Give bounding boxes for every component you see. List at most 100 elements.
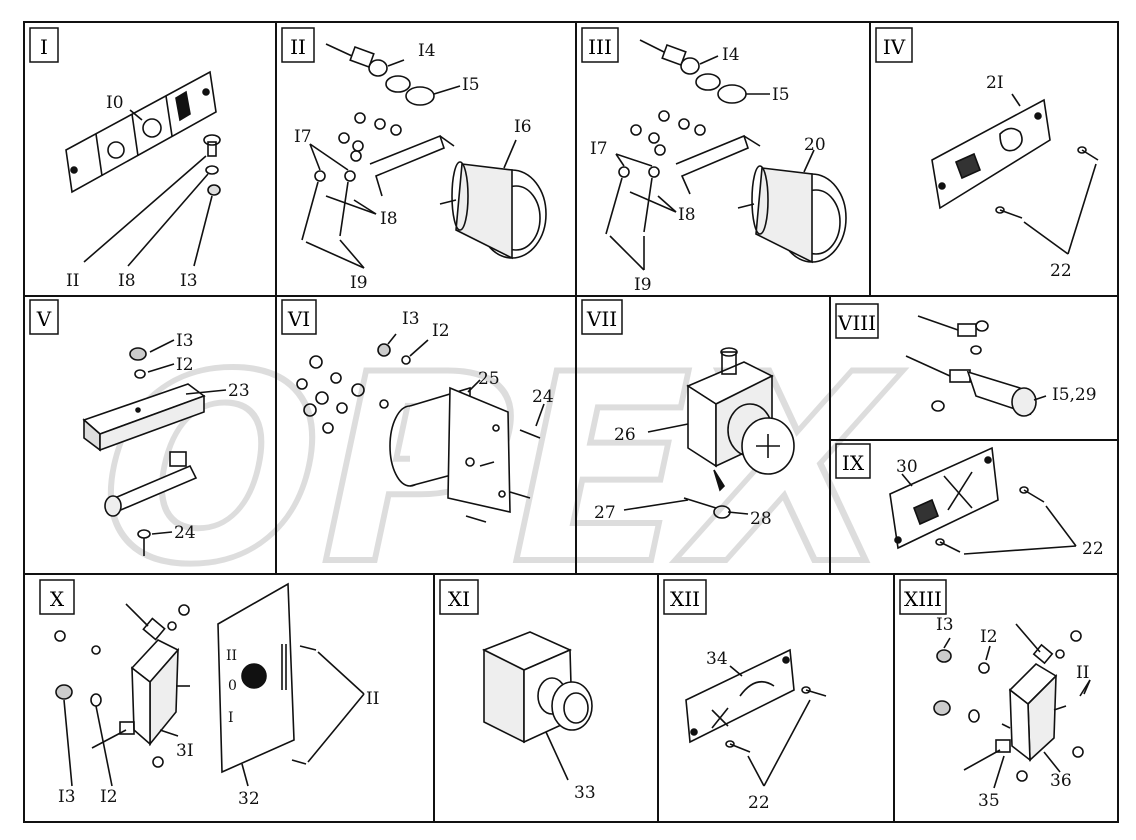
svg-text:I4: I4 bbox=[418, 41, 436, 61]
panel-X-callouts: I3 I2 3I 32 II bbox=[58, 689, 379, 809]
svg-text:36: 36 bbox=[1050, 771, 1072, 791]
panel-X-nuts bbox=[54, 604, 190, 768]
svg-text:II: II bbox=[366, 689, 379, 709]
panel-VIII-callouts: I5,29 bbox=[1052, 385, 1097, 405]
svg-text:I5: I5 bbox=[462, 75, 480, 95]
panel-IX-callouts: 30 22 bbox=[896, 457, 1104, 559]
panel-IV bbox=[931, 93, 1099, 255]
svg-text:I2: I2 bbox=[100, 787, 118, 807]
svg-text:22: 22 bbox=[1050, 261, 1072, 281]
svg-text:32: 32 bbox=[238, 789, 260, 809]
panel-II-lamp-housing bbox=[439, 161, 547, 260]
panel-VIII bbox=[905, 315, 1047, 417]
panel-III-bulb bbox=[695, 73, 747, 104]
svg-text:I8: I8 bbox=[118, 271, 136, 291]
svg-text:II: II bbox=[66, 271, 79, 291]
leader-13-I bbox=[193, 195, 213, 267]
svg-text:II: II bbox=[226, 648, 237, 664]
panel-X-toggle bbox=[91, 603, 190, 749]
panel-VII-button bbox=[727, 403, 795, 475]
svg-text:VIII: VIII bbox=[837, 311, 876, 335]
panel-III-lamp-housing bbox=[737, 165, 847, 264]
panel-label-XI: XI bbox=[439, 579, 479, 615]
panel-XII-screws bbox=[725, 686, 827, 753]
panel-VI-gauge bbox=[389, 386, 511, 514]
panel-II-bracket bbox=[369, 134, 455, 197]
panel-IV-nameplate bbox=[931, 98, 1051, 210]
svg-text:I9: I9 bbox=[634, 275, 652, 295]
panel-labels: I II III IV V VI VII VIII bbox=[29, 27, 947, 615]
svg-text:V: V bbox=[36, 307, 52, 331]
svg-text:30: 30 bbox=[896, 457, 918, 477]
grid-frame bbox=[23, 21, 1119, 823]
panel-XIII bbox=[933, 623, 1091, 789]
panel-XII-nameplate bbox=[685, 648, 795, 744]
panel-III-callouts: I4 I5 20 I7 I8 I9 bbox=[590, 45, 826, 295]
svg-text:II: II bbox=[1076, 663, 1089, 683]
panel-XIII-toggle bbox=[963, 623, 1067, 771]
panel-II bbox=[301, 43, 547, 269]
svg-text:I: I bbox=[228, 710, 234, 726]
panel-III-nuts bbox=[630, 110, 706, 156]
panel-label-II: II bbox=[281, 27, 315, 63]
leader-II-I bbox=[83, 155, 207, 263]
panel-label-VI: VI bbox=[281, 299, 317, 335]
svg-text:22: 22 bbox=[748, 793, 770, 813]
svg-text:26: 26 bbox=[614, 425, 636, 445]
panel-VIII-wires bbox=[905, 315, 989, 412]
svg-text:28: 28 bbox=[750, 509, 772, 529]
svg-text:I3: I3 bbox=[936, 615, 954, 635]
svg-text:27: 27 bbox=[594, 503, 616, 523]
panel-V bbox=[82, 339, 227, 556]
panel-IX-screws bbox=[935, 486, 1045, 553]
panel-II-callouts: I4 I5 I6 I7 I8 I9 bbox=[294, 41, 532, 293]
svg-text:3I: 3I bbox=[176, 741, 194, 761]
panel-XIII-nuts bbox=[933, 630, 1084, 782]
svg-text:I9: I9 bbox=[350, 273, 368, 293]
panel-III-connectors bbox=[605, 166, 660, 235]
panel-IX-nameplate bbox=[889, 446, 999, 550]
svg-text:I2: I2 bbox=[432, 321, 450, 341]
panel-label-IX: IX bbox=[835, 443, 871, 479]
svg-text:II: II bbox=[290, 35, 306, 59]
svg-text:I: I bbox=[40, 35, 48, 59]
svg-text:24: 24 bbox=[174, 523, 196, 543]
svg-text:2I: 2I bbox=[986, 73, 1004, 93]
svg-text:XIII: XIII bbox=[904, 587, 942, 611]
svg-text:I5,29: I5,29 bbox=[1052, 385, 1097, 405]
panel-IX bbox=[889, 446, 1077, 555]
svg-text:35: 35 bbox=[978, 791, 1000, 811]
panel-VI-callouts: I3 I2 25 24 bbox=[402, 309, 554, 407]
svg-text:I2: I2 bbox=[176, 355, 194, 375]
panel-V-callouts: I3 I2 23 24 bbox=[174, 331, 250, 543]
svg-text:VII: VII bbox=[586, 307, 617, 331]
panel-IV-callouts: 2I 22 bbox=[986, 73, 1072, 281]
panel-XII bbox=[685, 648, 827, 787]
panel-label-VII: VII bbox=[581, 299, 623, 335]
panel-label-I: I bbox=[29, 27, 59, 63]
panel-VII bbox=[623, 347, 795, 519]
panel-label-VIII: VIII bbox=[835, 303, 879, 339]
panel-II-nuts bbox=[338, 112, 402, 162]
svg-text:I3: I3 bbox=[402, 309, 420, 329]
svg-text:I8: I8 bbox=[380, 209, 398, 229]
svg-text:XI: XI bbox=[448, 587, 470, 611]
svg-text:I0: I0 bbox=[106, 93, 124, 113]
panel-label-IV: IV bbox=[875, 27, 913, 63]
svg-text:23: 23 bbox=[228, 381, 250, 401]
panel-XII-callouts: 34 22 bbox=[706, 649, 770, 813]
svg-text:IX: IX bbox=[842, 451, 865, 475]
panel-label-XIII: XIII bbox=[899, 579, 947, 615]
svg-text:III: III bbox=[588, 35, 612, 59]
panel-V-nut bbox=[129, 347, 147, 379]
panel-VI-nuts-washers bbox=[296, 343, 411, 434]
panel-X-screws bbox=[291, 645, 317, 765]
panel-II-bulb bbox=[385, 75, 435, 106]
panel-VIII-lamp bbox=[966, 370, 1037, 417]
panel-I bbox=[65, 70, 221, 267]
panel-II-connectors bbox=[301, 170, 356, 241]
svg-text:IV: IV bbox=[883, 35, 906, 59]
panel-label-XII: XII bbox=[663, 579, 707, 615]
panel-V-fuse bbox=[104, 451, 198, 517]
svg-text:I7: I7 bbox=[294, 127, 312, 147]
